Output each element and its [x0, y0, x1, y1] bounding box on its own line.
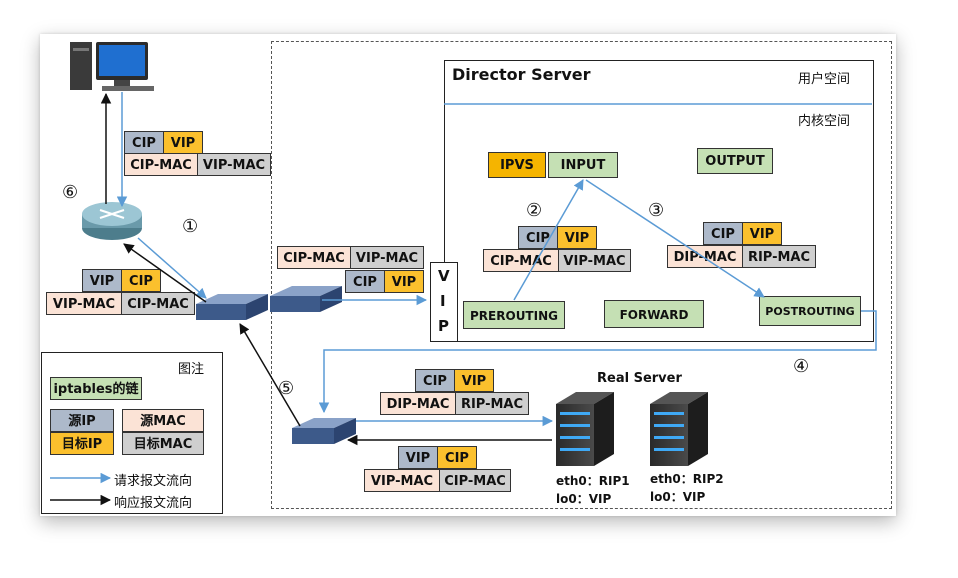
step-6-marker: ⑥	[62, 182, 79, 203]
switch-icon	[270, 286, 342, 312]
legend-request-label: 请求报文流向	[114, 474, 193, 489]
step-4-marker: ④	[793, 356, 810, 377]
packet-client-top-dst-mac: VIP-MAC	[197, 153, 271, 176]
vip-interface	[430, 262, 458, 342]
step-3-marker: ③	[648, 200, 665, 221]
packet-to-real-dst-ip: VIP	[454, 369, 494, 392]
response-arrow-switch-to-router	[123, 243, 207, 303]
legend-dst-mac: 目标MAC	[122, 432, 204, 455]
vip-letter-p: P	[438, 317, 449, 335]
chain-output: OUTPUT	[697, 148, 773, 174]
legend-dst-ip: 目标IP	[50, 432, 114, 455]
packet-client-top-src-mac: CIP-MAC	[124, 153, 198, 176]
packet-to-real-src-ip: CIP	[415, 369, 455, 392]
packet-to-real-src-mac: DIP-MAC	[380, 392, 456, 415]
legend-src-ip: 源IP	[50, 409, 114, 432]
real-server-title: Real Server	[597, 371, 682, 386]
switch-icon	[292, 418, 356, 444]
vip-letter-v: V	[438, 267, 450, 285]
packet-client-bottom-src-mac: VIP-MAC	[46, 292, 122, 315]
real-server1-lo: lo0：VIP	[556, 492, 612, 506]
packet-to-director-dst-ip: VIP	[384, 270, 424, 293]
router-icon	[82, 202, 142, 240]
real-server2-lo: lo0：VIP	[650, 490, 706, 504]
real-server1-eth: eth0：RIP1	[556, 474, 630, 488]
packet-step3-src-ip: CIP	[703, 222, 743, 245]
packet-to-director-src-ip: CIP	[345, 270, 385, 293]
packet-to-real-dst-mac: RIP-MAC	[455, 392, 529, 415]
step-1-marker: ①	[182, 216, 199, 237]
packet-step2-dst-ip: VIP	[557, 226, 597, 249]
switch-icon	[196, 294, 268, 320]
director-server-box	[444, 60, 874, 342]
packet-step3-dst-mac: RIP-MAC	[742, 245, 816, 268]
packet-client-bottom-dst-ip: CIP	[121, 269, 161, 292]
director-title: Director Server	[452, 65, 591, 84]
request-arrow-postrouting-to-switch	[318, 310, 877, 414]
packet-step2-dst-mac: VIP-MAC	[558, 249, 631, 272]
computer-icon	[70, 42, 154, 91]
packet-to-director-src-mac: CIP-MAC	[277, 246, 351, 269]
packet-from-real-src-mac: VIP-MAC	[364, 469, 440, 492]
request-arrow-prerouting-to-input	[513, 179, 584, 301]
kernel-space-label: 内核空间	[798, 114, 851, 129]
packet-client-top-dst-ip: VIP	[163, 131, 203, 154]
request-arrow-input-to-postrouting	[585, 179, 765, 298]
packet-step2-src-ip: CIP	[518, 226, 558, 249]
chain-forward: FORWARD	[604, 300, 704, 328]
legend-chain: iptables的链	[50, 377, 142, 400]
step-2-marker: ②	[526, 200, 543, 221]
packet-step3-dst-ip: VIP	[742, 222, 782, 245]
chain-input: INPUT	[548, 152, 618, 178]
user-space-label: 用户空间	[798, 72, 851, 87]
chain-prerouting: PREROUTING	[463, 301, 565, 329]
packet-client-bottom-dst-mac: CIP-MAC	[121, 292, 195, 315]
director-side-region	[271, 41, 892, 509]
server-icon	[650, 392, 708, 466]
legend-src-mac: 源MAC	[122, 409, 204, 432]
packet-to-director-dst-mac: VIP-MAC	[350, 246, 424, 269]
vip-letter-i: I	[440, 292, 446, 310]
packet-client-bottom-src-ip: VIP	[82, 269, 122, 292]
response-arrow-switch-to-switch	[239, 323, 301, 427]
real-server2-eth: eth0：RIP2	[650, 472, 724, 486]
legend-response-label: 响应报文流向	[114, 496, 193, 511]
legend-title: 图注	[178, 362, 205, 377]
step-5-marker: ⑤	[278, 378, 295, 399]
packet-from-real-dst-mac: CIP-MAC	[439, 469, 511, 492]
request-arrow-router-to-switch	[137, 237, 207, 299]
packet-from-real-dst-ip: CIP	[437, 446, 477, 469]
server-icon	[556, 392, 614, 466]
chain-ipvs: IPVS	[488, 152, 546, 178]
chain-postrouting: POSTROUTING	[759, 296, 861, 326]
